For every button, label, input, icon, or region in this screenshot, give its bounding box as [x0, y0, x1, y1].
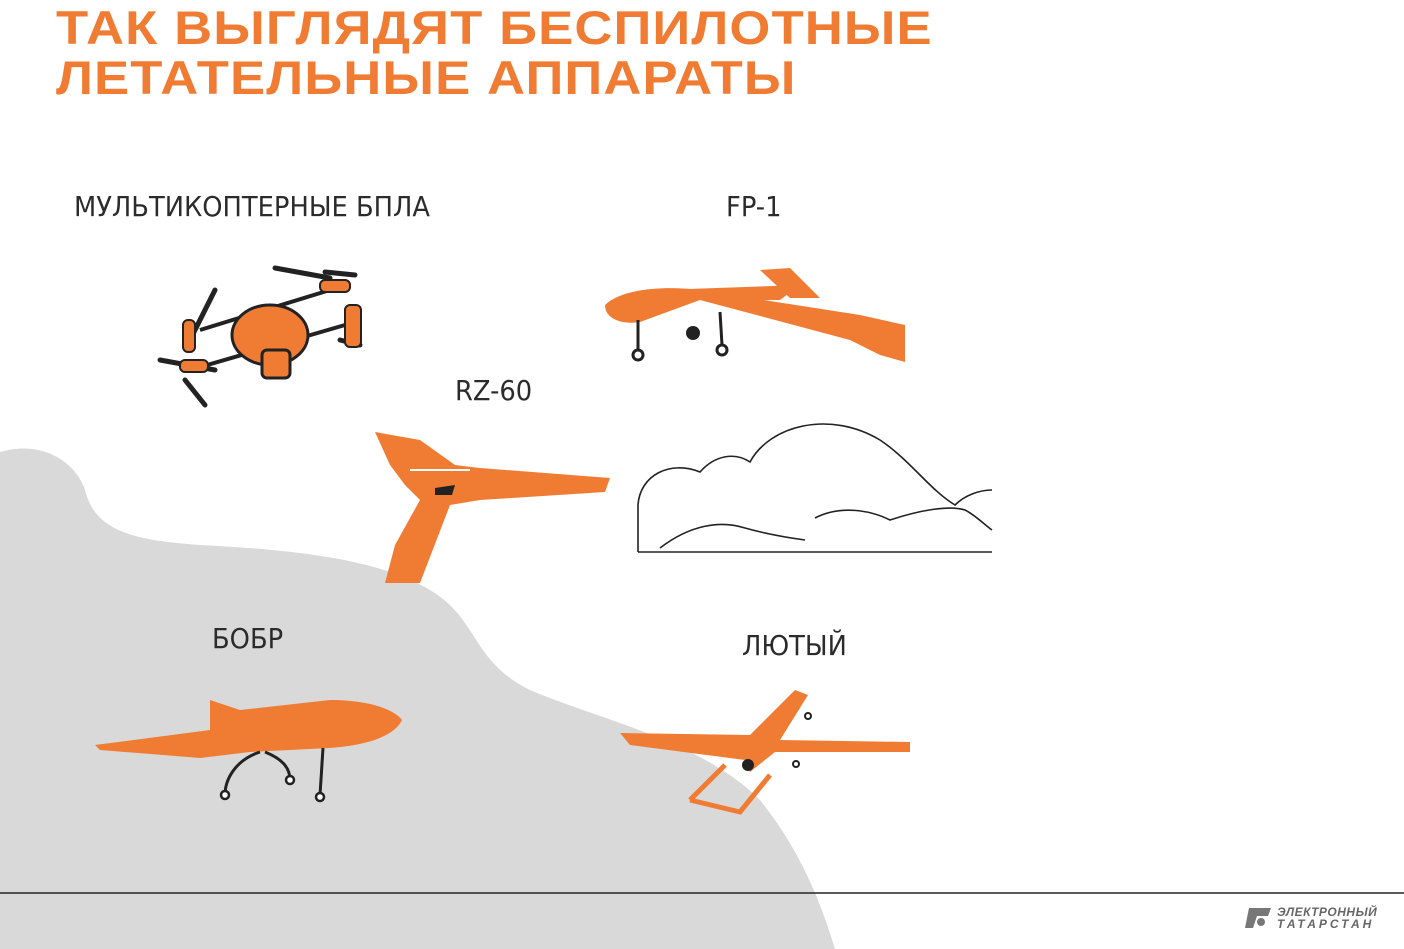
- logo-icon: [1245, 908, 1271, 928]
- page-title-line-1: ТАК ВЫГЛЯДЯТ БЕСПИЛОТНЫЕ: [56, 1, 933, 54]
- fp1-drone-illustration: [605, 268, 905, 362]
- logo-line-1: ЭЛЕКТРОННЫЙ: [1277, 905, 1378, 919]
- fp1-label: FP-1: [726, 190, 782, 223]
- page-title-line-2: ЛЕТАТЕЛЬНЫЕ АППАРАТЫ: [56, 51, 797, 104]
- lyutiy-label: ЛЮТЫЙ: [742, 629, 847, 662]
- bobr-label: БОБР: [212, 622, 284, 655]
- rz60-drone-illustration: [375, 432, 610, 583]
- multicopter-drone-illustration: [157, 265, 363, 408]
- bobr-drone-illustration: [95, 700, 402, 803]
- logo-line-2: ТАТАРСТАН: [1277, 917, 1375, 931]
- hills-outline: [637, 423, 993, 553]
- electronic-tatarstan-logo: ЭЛЕКТРОННЫЙ ТАТАРСТАН: [1243, 906, 1377, 930]
- rz60-label: RZ-60: [455, 374, 533, 407]
- lyutiy-drone-illustration: [620, 690, 910, 815]
- multicopter-label: МУЛЬТИКОПТЕРНЫЕ БПЛА: [74, 190, 431, 223]
- gray-background-shape: [0, 448, 835, 949]
